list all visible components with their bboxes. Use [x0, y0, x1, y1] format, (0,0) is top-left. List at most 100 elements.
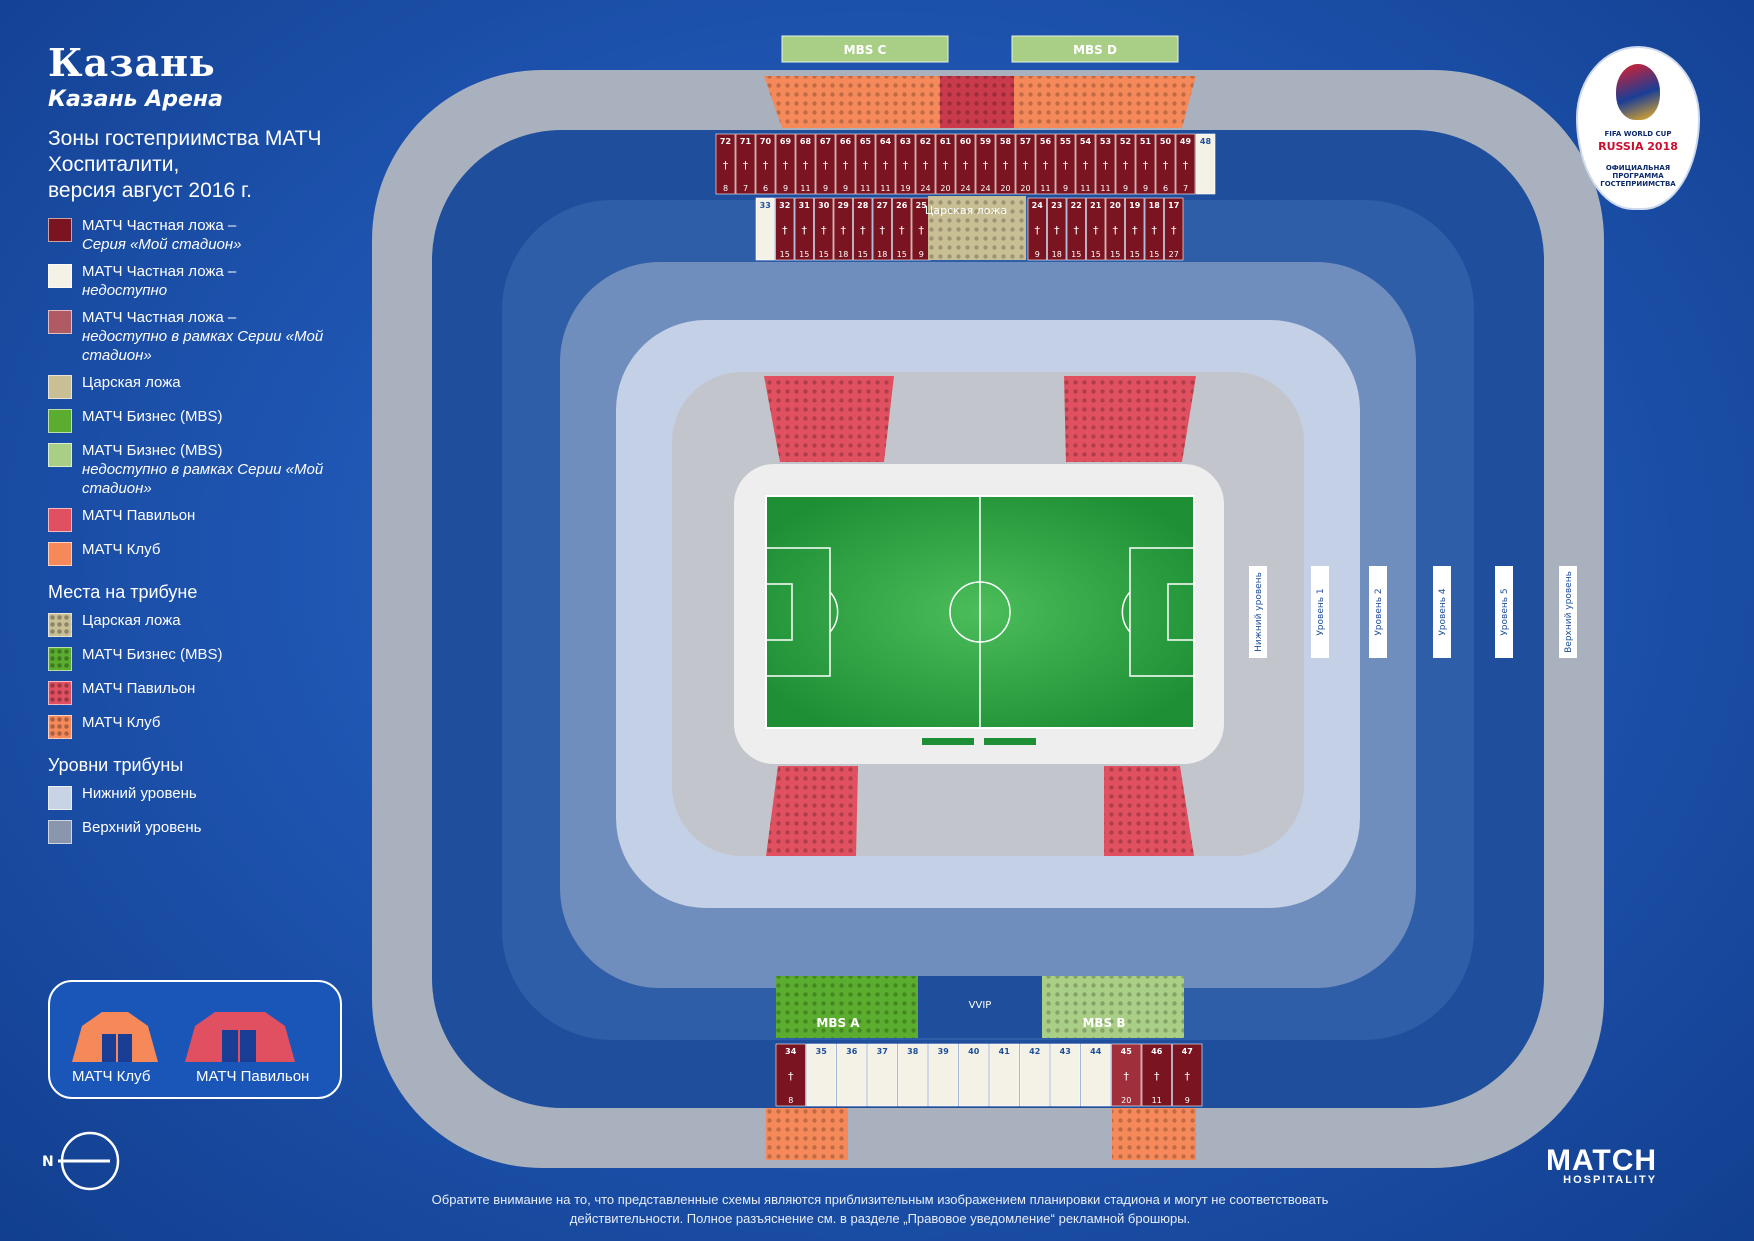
private-box[interactable]: 62†24	[915, 133, 936, 195]
private-box[interactable]: 23†18	[1047, 197, 1067, 261]
private-box[interactable]: 66†9	[835, 133, 856, 195]
private-box[interactable]: 32†15	[775, 197, 795, 261]
private-box[interactable]: 68†11	[795, 133, 816, 195]
private-box[interactable]: 56†11	[1035, 133, 1056, 195]
private-box[interactable]: 53†11	[1095, 133, 1116, 195]
private-box[interactable]: 36	[836, 1043, 867, 1107]
private-box[interactable]: 20†15	[1105, 197, 1125, 261]
private-box[interactable]: 31†15	[794, 197, 814, 261]
private-box[interactable]: 44	[1080, 1043, 1111, 1107]
box-number: 61	[940, 137, 952, 146]
club-seat-zone-bottom-left[interactable]	[766, 1108, 848, 1160]
club-seat-zone-top-right[interactable]	[1014, 76, 1196, 128]
private-box[interactable]: 30†15	[814, 197, 834, 261]
private-box[interactable]: 21†15	[1086, 197, 1106, 261]
cutlery-icon: †	[1123, 159, 1129, 172]
vvip-zone[interactable]: VVIP	[918, 976, 1042, 1038]
cutlery-icon: †	[1054, 224, 1060, 237]
pavilion-seat-zone-se[interactable]	[766, 766, 858, 856]
private-box[interactable]: 71†7	[735, 133, 756, 195]
private-box[interactable]: 57†20	[1015, 133, 1036, 195]
private-box[interactable]: 42	[1019, 1043, 1050, 1107]
private-box[interactable]: 33	[755, 197, 775, 261]
legend-items-swatch	[48, 375, 72, 399]
box-capacity: 8	[788, 1096, 793, 1105]
private-box[interactable]: 24†9	[1027, 197, 1047, 261]
private-box[interactable]: 67†9	[815, 133, 836, 195]
mbs-a-zone[interactable]: MBS A	[776, 976, 918, 1038]
private-box[interactable]: 47†9	[1172, 1043, 1203, 1107]
private-box[interactable]: 63†19	[895, 133, 916, 195]
club-seat-zone-top-left[interactable]	[764, 76, 940, 128]
mbs-c-tag[interactable]: MBS C	[781, 35, 949, 63]
mbs-b-zone[interactable]: MBS B	[1042, 976, 1184, 1038]
legend-levels-item: Нижний уровень	[48, 784, 388, 810]
private-box[interactable]: 52†9	[1115, 133, 1136, 195]
private-box[interactable]: 39	[928, 1043, 959, 1107]
private-box[interactable]: 35	[806, 1043, 837, 1107]
pavilion-seat-zone-top[interactable]	[940, 76, 1014, 128]
private-box[interactable]: 50†6	[1155, 133, 1176, 195]
pavilion-seat-zone-ne[interactable]	[764, 376, 894, 462]
legend-items-item: МАТЧ Бизнес (MBS)недоступно в рамках Сер…	[48, 441, 388, 498]
private-box[interactable]: 58†20	[995, 133, 1016, 195]
private-box[interactable]: 29†18	[833, 197, 853, 261]
private-box[interactable]: 65†11	[855, 133, 876, 195]
club-seat-zone-bottom-right[interactable]	[1112, 1108, 1196, 1160]
box-capacity: 15	[1130, 250, 1140, 259]
legend-items-swatch	[48, 542, 72, 566]
private-box[interactable]: 26†15	[892, 197, 912, 261]
box-capacity: 15	[1110, 250, 1120, 259]
private-box[interactable]: 59†24	[975, 133, 996, 195]
cutlery-icon: †	[783, 159, 789, 172]
cutlery-icon: †	[1171, 224, 1177, 237]
private-box[interactable]: 18†15	[1144, 197, 1164, 261]
private-box[interactable]: 49†7	[1175, 133, 1196, 195]
private-box[interactable]: 61†20	[935, 133, 956, 195]
legend-items-swatch	[48, 218, 72, 242]
cutlery-icon: †	[1023, 159, 1029, 172]
private-box[interactable]: 40	[958, 1043, 989, 1107]
private-box[interactable]: 70†6	[755, 133, 776, 195]
mbs-d-tag[interactable]: MBS D	[1011, 35, 1179, 63]
private-box[interactable]: 38	[897, 1043, 928, 1107]
compass-label: N	[42, 1154, 54, 1170]
private-box[interactable]: 19†15	[1125, 197, 1145, 261]
legend-items-item: МАТЧ Клуб	[48, 540, 388, 566]
private-box[interactable]: 22†15	[1066, 197, 1086, 261]
private-box[interactable]: 64†11	[875, 133, 896, 195]
private-box[interactable]: 46†11	[1141, 1043, 1172, 1107]
cutlery-icon: †	[823, 159, 829, 172]
pavilion-seat-zone-sw[interactable]	[1104, 766, 1194, 856]
private-box[interactable]: 28†15	[853, 197, 873, 261]
box-capacity: 9	[843, 184, 848, 193]
pavilion-seat-zone-nw[interactable]	[1064, 376, 1196, 462]
legend-items-label: МАТЧ Частная ложа –	[82, 309, 237, 326]
pavilion-tent-icon	[185, 1012, 295, 1062]
private-box[interactable]: 34†8	[775, 1043, 806, 1107]
private-box[interactable]: 55†9	[1055, 133, 1076, 195]
box-capacity: 6	[763, 184, 768, 193]
royal-box[interactable]: Царская ложа	[925, 196, 1026, 260]
legend-items-sublabel: Серия «Мой стадион»	[82, 236, 242, 253]
private-box[interactable]: 45†20	[1111, 1043, 1142, 1107]
private-box[interactable]: 27†18	[872, 197, 892, 261]
city-title: Казань	[48, 40, 216, 85]
private-box[interactable]: 60†24	[955, 133, 976, 195]
box-number: 23	[1051, 201, 1062, 210]
legend-items-item: МАТЧ Частная ложа –Серия «Мой стадион»	[48, 216, 388, 254]
private-box[interactable]: 69†9	[775, 133, 796, 195]
private-box[interactable]: 48	[1195, 133, 1216, 195]
private-box[interactable]: 37	[867, 1043, 898, 1107]
private-box[interactable]: 43	[1050, 1043, 1081, 1107]
cutlery-icon: †	[1163, 159, 1169, 172]
cutlery-icon: †	[923, 159, 929, 172]
box-number: 33	[760, 201, 771, 210]
private-box[interactable]: 72†8	[715, 133, 736, 195]
private-box[interactable]: 51†9	[1135, 133, 1156, 195]
private-box[interactable]: 54†11	[1075, 133, 1096, 195]
private-box[interactable]: 41	[989, 1043, 1020, 1107]
box-number: 43	[1060, 1047, 1071, 1056]
private-box[interactable]: 17†27	[1164, 197, 1184, 261]
svg-text:Уровень 4: Уровень 4	[1438, 588, 1448, 636]
